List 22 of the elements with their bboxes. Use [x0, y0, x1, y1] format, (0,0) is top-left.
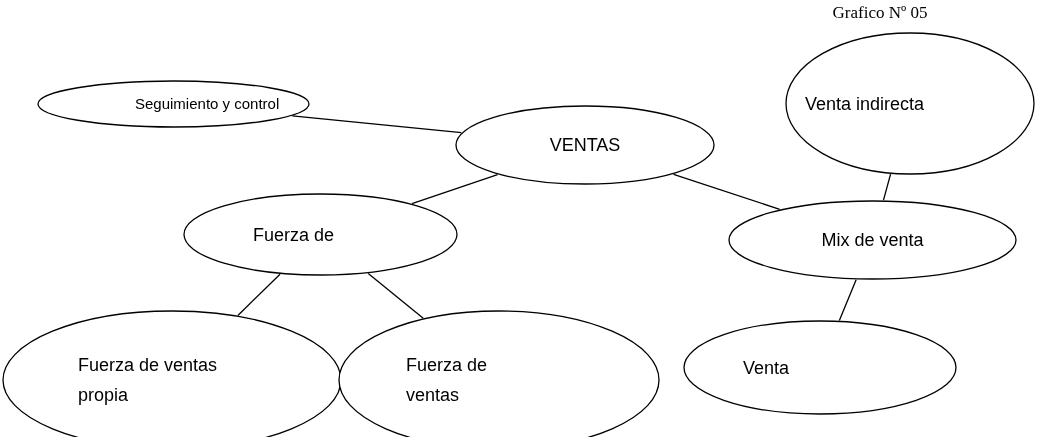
connector-line: [672, 173, 781, 210]
node-label: Fuerza de ventas propia: [78, 354, 219, 407]
connector-line: [367, 272, 424, 319]
node-label: Seguimiento y control: [135, 94, 280, 114]
connector-line: [237, 273, 281, 317]
ellipse-node: [183, 193, 458, 276]
node-label: Mix de venta: [821, 229, 924, 252]
connector-line: [411, 173, 499, 205]
ellipse-node: [37, 80, 310, 128]
diagram-title: Grafico Nº 05: [831, 2, 929, 24]
ellipse-node: [455, 105, 715, 185]
ellipse-node: [785, 32, 1035, 175]
node-label: Venta indirecta: [805, 92, 925, 116]
node-label: Fuerza de: [253, 223, 335, 247]
connector-line: [838, 279, 857, 322]
connector-line: [882, 173, 892, 201]
node-label: Fuerza de ventas: [406, 354, 489, 407]
connector-line: [291, 115, 462, 134]
ellipse-node: [728, 200, 1017, 280]
node-label: Venta: [743, 356, 790, 380]
node-label: VENTAS: [549, 134, 621, 157]
ellipse-node: [683, 320, 957, 415]
